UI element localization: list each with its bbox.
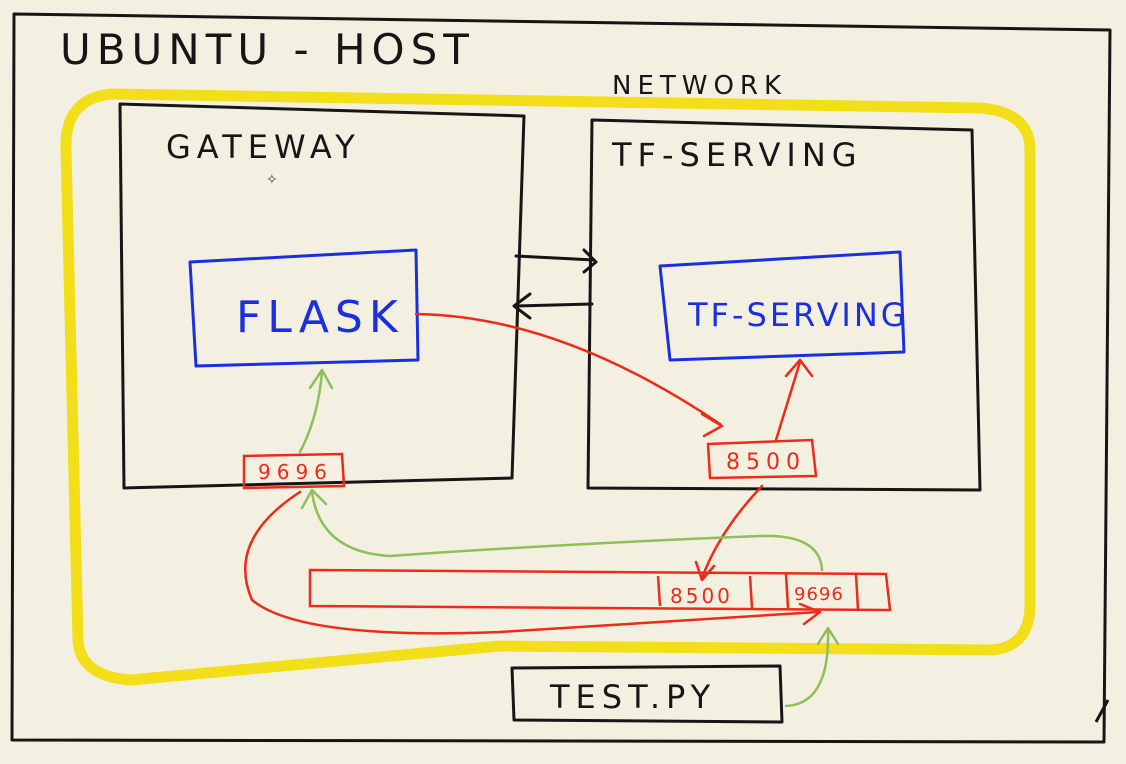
host-box-tick: [1094, 699, 1110, 723]
flask-label: FLASK: [236, 292, 404, 343]
host-port-b-label: 9696: [794, 584, 844, 605]
network-region: [60, 88, 1036, 686]
gateway-port-to-host-port-flow: [244, 490, 822, 635]
gateway-port-to-flask-flow: [298, 368, 334, 454]
host-port-b-left-divider: [784, 573, 790, 609]
flask-to-tf-port-flow: [414, 312, 724, 438]
host-port-to-gateway-port-flow: [300, 488, 824, 572]
tf-to-gateway-arrow: [512, 292, 594, 320]
client-to-host-port-flow: [784, 626, 840, 708]
tf-port-to-host-port-flow: [694, 484, 764, 582]
client-label: TEST.PY: [549, 678, 716, 716]
client-box: [510, 664, 784, 724]
gateway-port-box: [242, 452, 346, 490]
tf-port-to-serving-flow: [774, 358, 814, 442]
tf-serving-box: [658, 250, 906, 362]
tf-serving-container: [586, 118, 982, 492]
gateway-port-label: 9696: [258, 460, 333, 484]
tf-serving-port-label: 8500: [726, 450, 806, 475]
host-port-a-label: 8500: [670, 584, 733, 608]
host-label: UBUNTU - HOST: [60, 25, 475, 74]
network-label: NETWORK: [612, 71, 787, 101]
tf-serving-label: TF-SERVING: [611, 136, 863, 174]
host-port-a-right-divider: [748, 575, 754, 609]
tf-serving-inner-label: TF-SERVING: [687, 296, 909, 334]
gateway-label: GATEWAY: [166, 128, 361, 166]
host-port-a-left-divider: [656, 575, 662, 607]
host-ports-bar: [308, 568, 892, 612]
tf-serving-port-box: [706, 438, 818, 480]
host-port-b-right-divider: [854, 573, 860, 611]
gateway-container: [118, 102, 526, 490]
sparkle-icon: ✧: [266, 172, 278, 188]
flask-box: [188, 248, 420, 368]
host-box: [10, 12, 1112, 744]
gateway-to-tf-arrow: [514, 248, 598, 274]
